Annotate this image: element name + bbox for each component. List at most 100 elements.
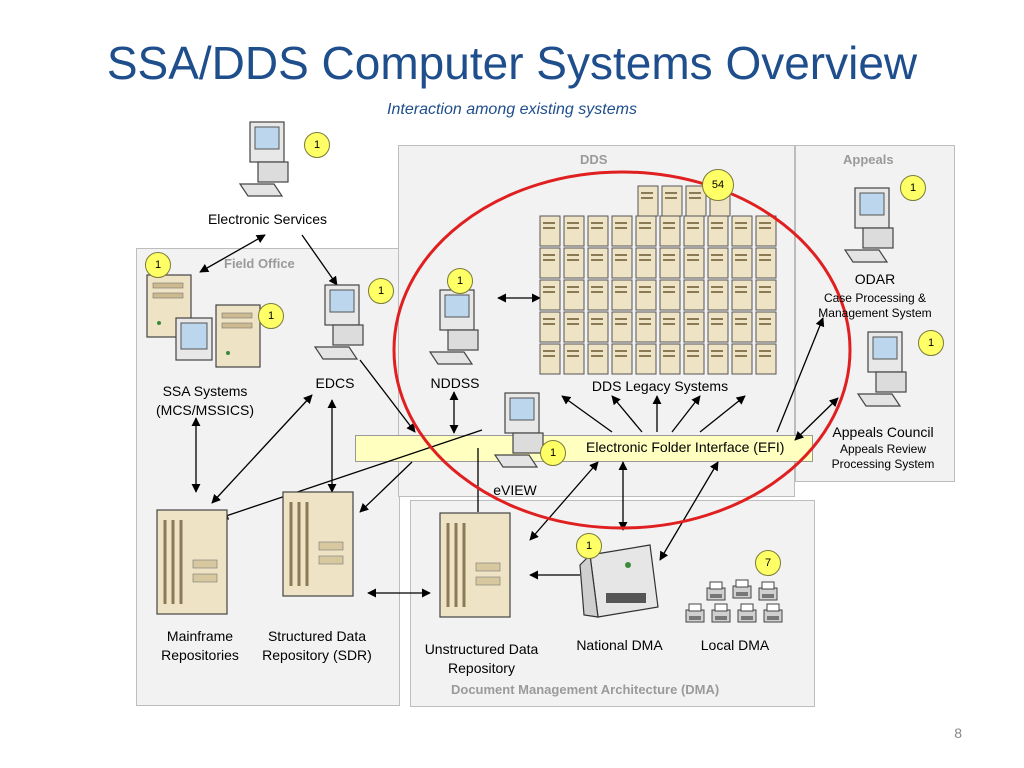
legacy-server-unit	[635, 215, 657, 247]
legacy-server-unit	[563, 343, 585, 375]
legacy-server-unit	[683, 247, 705, 279]
badge-electronic-services: 1	[304, 132, 330, 158]
electronic-services-label: Electronic Services	[207, 211, 328, 227]
badge-local-dma: 7	[755, 550, 781, 576]
appeals-council-computer	[857, 331, 907, 407]
udr-label-2: Repository	[448, 660, 515, 676]
slide-title: SSA/DDS Computer Systems Overview	[106, 37, 918, 89]
sdr-label-2: Repository (SDR)	[262, 647, 372, 663]
legacy-server-unit	[755, 247, 777, 279]
legacy-server-unit	[683, 279, 705, 311]
efi-label: Electronic Folder Interface (EFI)	[586, 439, 785, 455]
odar-label: ODAR	[854, 271, 896, 287]
legacy-server-unit	[563, 311, 585, 343]
mainframe-tower	[155, 508, 229, 616]
line-efi-appeals	[794, 397, 839, 441]
legacy-server-unit	[635, 343, 657, 375]
page-number: 8	[954, 725, 962, 741]
nddss-label: NDDSS	[430, 375, 480, 391]
legacy-server-unit	[611, 311, 633, 343]
legacy-server-unit	[731, 343, 753, 375]
legacy-server-unit	[611, 247, 633, 279]
local-dma-label: Local DMA	[700, 637, 770, 653]
line-efi-mainframe	[219, 429, 483, 520]
line-legacy-efi-5	[699, 395, 746, 433]
legacy-server-unit	[707, 247, 729, 279]
sdr-label-1: Structured Data	[267, 628, 367, 644]
legacy-server-unit	[683, 311, 705, 343]
legacy-server-unit	[637, 185, 659, 217]
badge-appeals-council: 1	[918, 330, 944, 356]
nddss-computer	[429, 289, 479, 365]
legacy-server-unit	[635, 247, 657, 279]
dds-legacy-grid	[539, 185, 777, 375]
legacy-server-unit	[611, 343, 633, 375]
legacy-server-unit	[659, 279, 681, 311]
line-edcs-efi	[359, 359, 416, 433]
edcs-label: EDCS	[315, 375, 355, 391]
electronic-services-computer	[239, 121, 289, 197]
line-es-ssa	[199, 234, 266, 273]
odar-desc-2: Management System	[818, 306, 932, 320]
appeals-council-label: Appeals Council	[832, 424, 934, 440]
line-legacy-efi-1	[561, 395, 613, 433]
legacy-server-unit	[611, 215, 633, 247]
legacy-server-unit	[539, 279, 561, 311]
badge-nddss: 1	[447, 268, 473, 294]
edcs-computer	[314, 284, 364, 360]
appeals-label: Appeals	[843, 152, 894, 167]
legacy-server-unit	[731, 247, 753, 279]
local-dma-devices	[685, 579, 783, 623]
badge-edcs: 1	[368, 278, 394, 304]
line-legacy-efi-4	[671, 395, 701, 433]
badge-national-dma: 1	[576, 533, 602, 559]
legacy-server-unit	[683, 215, 705, 247]
dds-highlight-ellipse	[392, 170, 852, 530]
eview-label: eVIEW	[493, 482, 537, 498]
legacy-server-unit	[539, 215, 561, 247]
ssa-monitor	[175, 317, 213, 361]
legacy-server-unit	[755, 279, 777, 311]
line-efi-nationaldma-2	[659, 461, 719, 561]
legacy-server-unit	[659, 247, 681, 279]
legacy-server-unit	[563, 247, 585, 279]
legacy-server-unit	[683, 343, 705, 375]
legacy-server-unit	[539, 311, 561, 343]
legacy-server-unit	[539, 343, 561, 375]
dds-legacy-label: DDS Legacy Systems	[591, 378, 729, 394]
legacy-server-unit	[755, 311, 777, 343]
badge-ssa-right: 1	[258, 303, 284, 329]
eview-computer	[494, 392, 544, 468]
badge-ssa-left: 1	[145, 252, 171, 278]
legacy-server-unit	[707, 215, 729, 247]
sdr-tower	[281, 490, 355, 598]
badge-dds-legacy: 54	[702, 169, 734, 201]
ssa-systems-sublabel: (MCS/MSSICS)	[156, 402, 254, 418]
odar-desc-1: Case Processing &	[823, 291, 927, 305]
legacy-server-unit	[659, 311, 681, 343]
line-efi-udr	[529, 461, 599, 541]
national-dma-label: National DMA	[576, 637, 663, 653]
badge-odar: 1	[900, 175, 926, 201]
legacy-server-unit	[755, 215, 777, 247]
line-edcs-mainframe	[211, 394, 313, 504]
legacy-server-unit	[611, 279, 633, 311]
appeals-council-desc-2: Processing System	[831, 457, 935, 471]
legacy-server-unit	[587, 343, 609, 375]
legacy-server-unit	[707, 311, 729, 343]
legacy-server-unit	[587, 311, 609, 343]
legacy-server-unit	[707, 343, 729, 375]
slide-subtitle: Interaction among existing systems	[387, 101, 637, 118]
legacy-server-unit	[707, 279, 729, 311]
badge-eview: 1	[540, 440, 566, 466]
national-dma-device	[579, 544, 659, 618]
line-legacy-efi-2	[611, 395, 643, 433]
odar-computer	[844, 187, 894, 263]
legacy-server-unit	[587, 215, 609, 247]
legacy-server-unit	[731, 215, 753, 247]
legacy-server-unit	[635, 279, 657, 311]
dds-label: DDS	[580, 152, 608, 167]
legacy-server-unit	[635, 311, 657, 343]
dma-label: Document Management Architecture (DMA)	[451, 682, 720, 697]
